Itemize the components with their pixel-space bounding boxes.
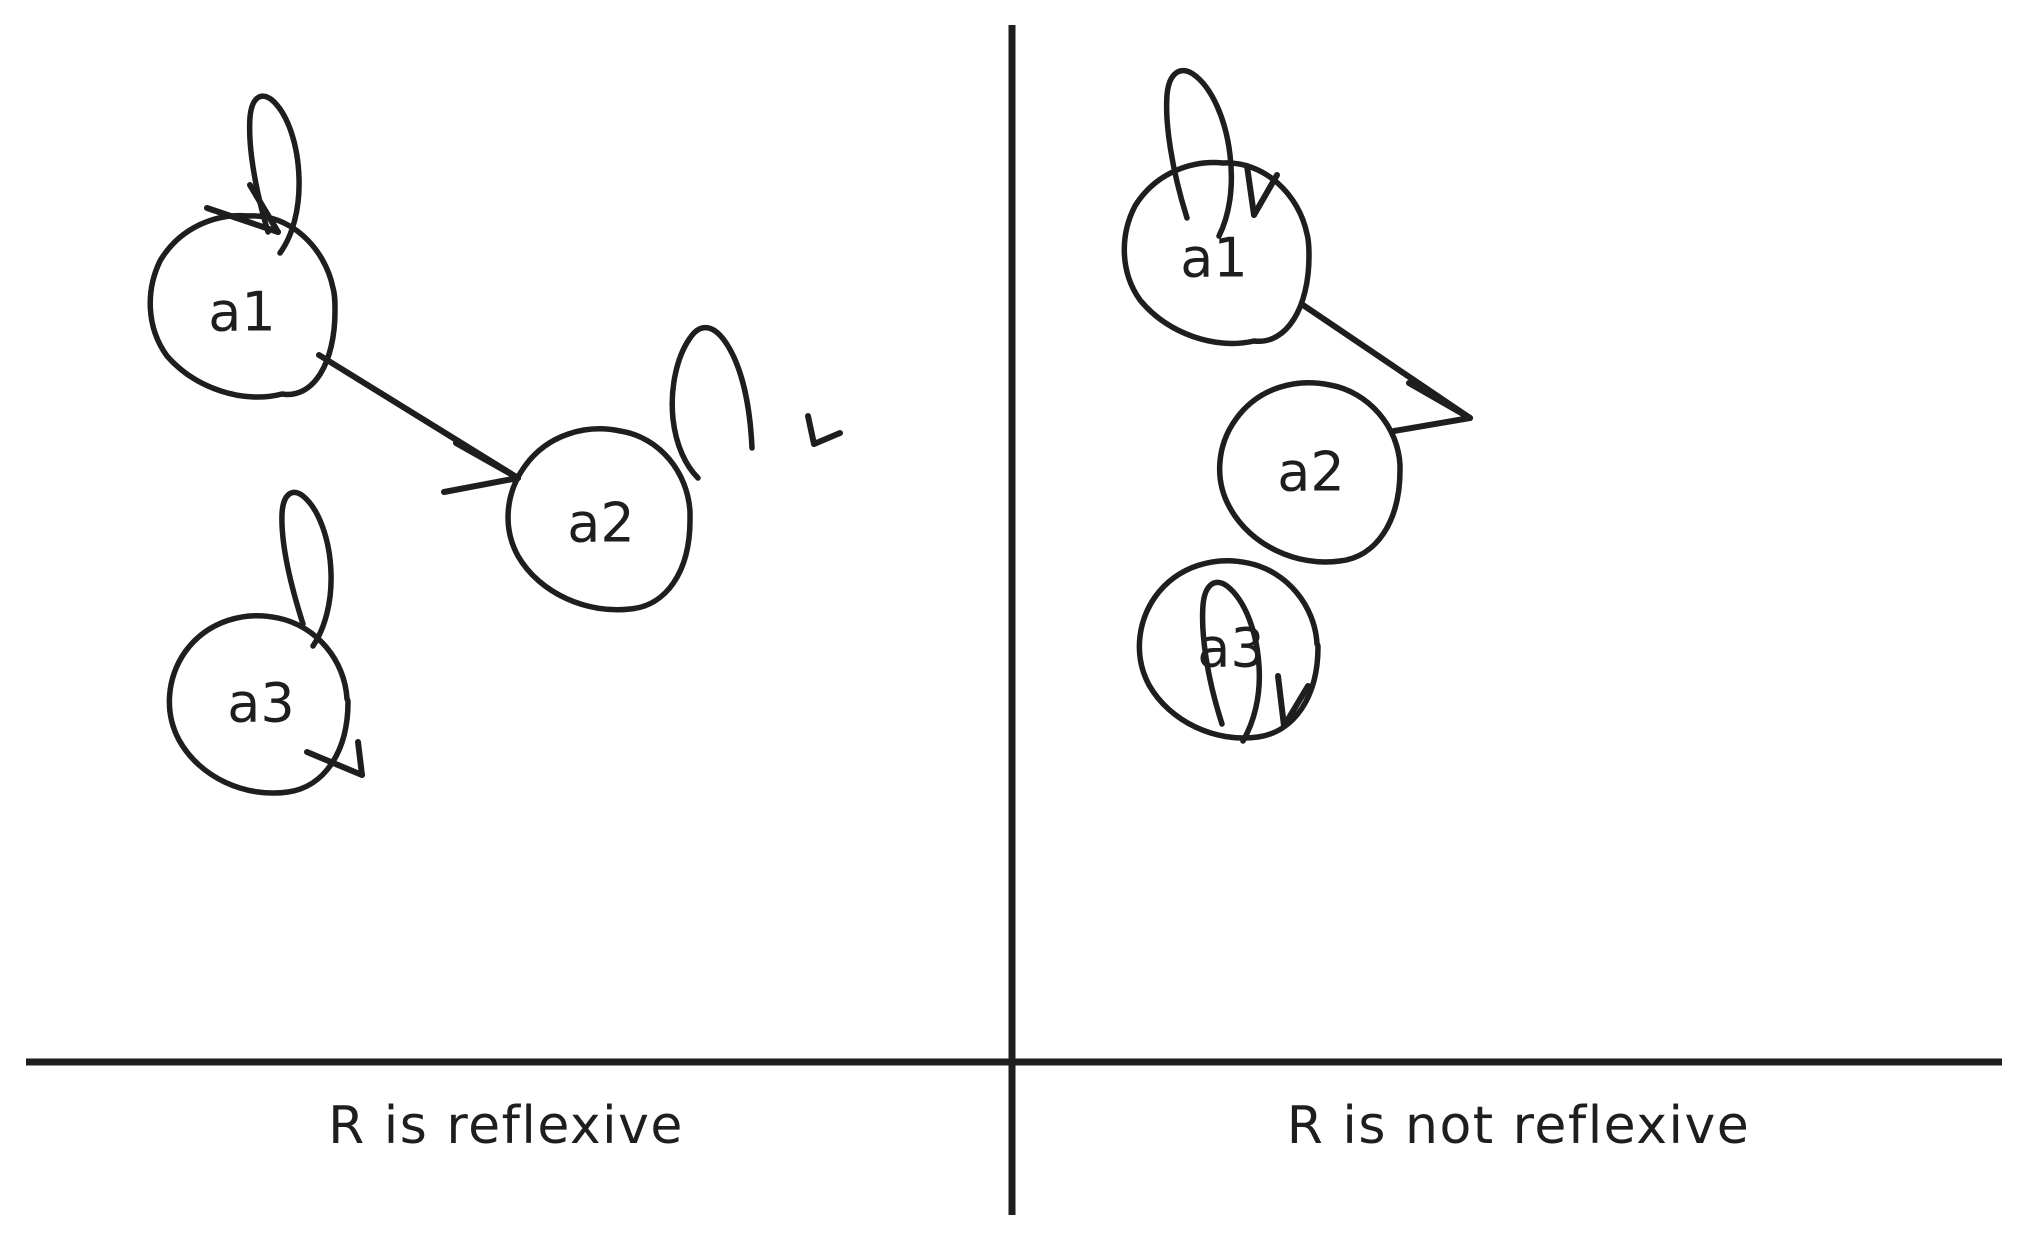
self-loop-arrowhead-a3-b: [304, 749, 365, 778]
self-loop-arrowhead-a2-b: [811, 430, 843, 447]
self-loop-arrowhead-a1-b: [204, 205, 281, 235]
self-loop-arrowhead-r-a3: [1275, 673, 1287, 729]
node-left-a1[interactable]: a1: [147, 212, 338, 400]
self-loop-left-a2[interactable]: [669, 325, 843, 481]
self-loop-path-a1: [246, 93, 302, 256]
self-loop-path-r-a1: [1163, 67, 1235, 239]
self-loop-arrowhead-r-a1: [1244, 163, 1257, 218]
node-label-r-a2: a2: [1277, 441, 1344, 504]
self-loop-arrowhead-r-a1-b: [1251, 172, 1280, 218]
node-circle-a1: [147, 212, 338, 400]
self-loop-right-a3[interactable]: [1199, 579, 1311, 744]
caption-right: R is not reflexive: [1286, 1096, 1751, 1156]
self-loop-left-a3[interactable]: [279, 489, 365, 778]
node-left-a2[interactable]: a2: [505, 426, 693, 613]
edge-right-a1-a2[interactable]: [1300, 302, 1473, 434]
node-circle-r-a2: [1216, 380, 1403, 565]
node-label-r-a1: a1: [1180, 227, 1247, 290]
node-right-a1[interactable]: a1: [1121, 159, 1312, 347]
edge-arrowhead-r-a1-a2-top: [1406, 380, 1473, 421]
self-loop-path-a3: [279, 489, 334, 649]
panel-right: a1 a2 a3: [1121, 67, 1473, 744]
caption-left: R is reflexive: [328, 1096, 684, 1156]
edge-left-a1-a2[interactable]: [316, 352, 521, 495]
self-loop-arrowhead-a3: [355, 739, 365, 778]
self-loop-path-a2: [669, 325, 755, 481]
node-label-a1: a1: [208, 281, 275, 344]
node-right-a3[interactable]: a3: [1136, 558, 1321, 741]
node-label-a2: a2: [567, 492, 634, 555]
node-label-a3: a3: [227, 672, 294, 735]
node-circle-r-a3: [1136, 558, 1321, 741]
self-loop-arrowhead-a1: [247, 182, 281, 235]
node-circle-a2: [505, 426, 693, 613]
self-loop-left-a1[interactable]: [204, 93, 302, 256]
edge-arrowhead-a1-a2-top: [453, 440, 521, 481]
self-loop-arrowhead-a2: [805, 413, 817, 447]
edge-arrowhead-r-a1-a2-bottom: [1391, 415, 1473, 434]
node-left-a3[interactable]: a3: [166, 613, 351, 796]
node-circle-a3: [166, 613, 351, 796]
panel-left: a1 a2: [147, 93, 843, 796]
node-circle-r-a1: [1121, 159, 1312, 347]
node-right-a2[interactable]: a2: [1216, 380, 1403, 565]
self-loop-path-r-a3: [1199, 579, 1263, 744]
self-loop-arrowhead-r-a3-b: [1281, 683, 1311, 729]
self-loop-right-a1[interactable]: [1163, 67, 1280, 239]
edge-arrowhead-a1-a2-bottom: [441, 475, 521, 495]
